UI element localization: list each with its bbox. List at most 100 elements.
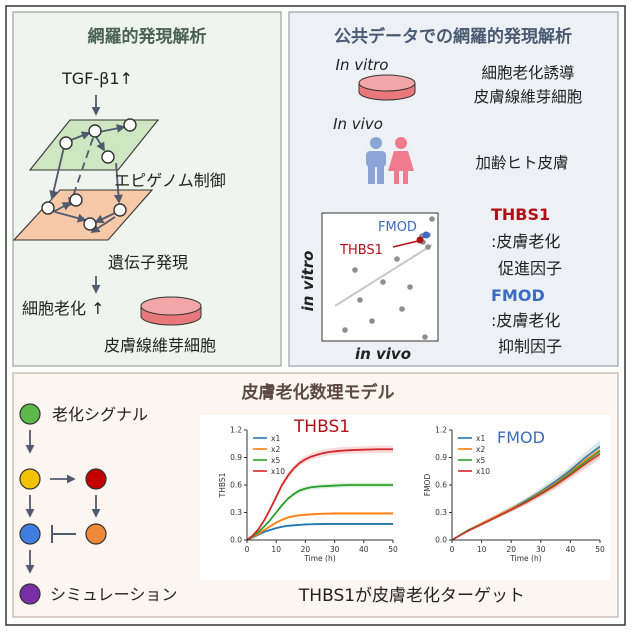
right-panel-title: 公共データでの網羅的発現解析 <box>334 26 572 47</box>
x-tick-label: 10 <box>477 545 487 554</box>
scatter-fmod-label: FMOD <box>378 220 417 235</box>
aging-signal-node <box>19 403 41 425</box>
tgf-beta1-label: TGF-β1↑ <box>61 69 133 88</box>
thbs1-name: THBS1 <box>491 205 550 224</box>
female-person-icon <box>388 137 414 184</box>
legend-label: x1 <box>476 434 485 443</box>
y-axis-label: THBS1 <box>218 472 227 498</box>
legend-label: x1 <box>271 434 280 443</box>
bottom-panel-title: 皮膚老化数理モデル <box>242 382 395 403</box>
scatter-point <box>352 267 358 273</box>
inhibit-icon <box>51 525 76 543</box>
x-tick-label: 50 <box>388 545 398 554</box>
x-tick-label: 30 <box>330 545 340 554</box>
chart-title: FMOD <box>497 428 545 447</box>
thbs1-desc-line2: 促進因子 <box>498 259 562 278</box>
network-node <box>113 203 127 217</box>
scatter-point <box>342 327 348 333</box>
simulation-label: シミュレーション <box>50 585 177 604</box>
x-tick-label: 10 <box>271 545 281 554</box>
petri-dish-icon <box>140 296 202 326</box>
scatter-thbs1-point <box>416 236 424 244</box>
petri-dish-icon <box>358 74 416 101</box>
legend-label: x5 <box>476 456 485 465</box>
scatter-y-label: in vitro <box>299 251 317 312</box>
scatter-trend-line <box>334 244 433 307</box>
x-tick-label: 30 <box>536 545 546 554</box>
y-tick-label: 0.3 <box>435 508 447 517</box>
network-node <box>41 201 55 215</box>
x-axis-label: Time (h) <box>509 554 541 563</box>
thbs1-desc-line1: :皮膚老化 <box>491 232 560 251</box>
network-node <box>123 118 137 132</box>
in-vivo-desc: 加齢ヒト皮膚 <box>475 154 568 172</box>
series-band <box>452 440 600 540</box>
scatter-point <box>394 256 400 262</box>
y-axis-label: FMOD <box>423 474 432 497</box>
y-tick-label: 0.6 <box>230 481 242 490</box>
aging-signal-label: 老化シグナル <box>52 405 148 424</box>
blue-node <box>19 523 41 545</box>
network-nodes <box>41 118 137 231</box>
scatter-point <box>357 297 363 303</box>
fmod-desc-line2: 抑制因子 <box>498 337 562 356</box>
legend-label: x10 <box>271 467 285 476</box>
network-node <box>69 193 83 207</box>
series-line <box>246 484 393 541</box>
in-vitro-desc-line1: 細胞老化誘導 <box>481 64 574 82</box>
left-panel-title: 網羅的発現解析 <box>88 26 207 47</box>
conclusion-label: THBS1が皮膚老化ターゲット <box>298 586 525 606</box>
fmod-chart-bg <box>410 415 610 580</box>
purple-node <box>19 583 41 605</box>
y-tick-label: 1.2 <box>435 426 447 435</box>
outer-border <box>5 5 626 626</box>
scatter-point <box>429 216 435 222</box>
red-node <box>85 468 107 490</box>
in-vitro-label: In vitro <box>336 56 389 74</box>
chart-title: THBS1 <box>293 417 350 437</box>
scatter-points <box>342 216 435 340</box>
x-axis-label: Time (h) <box>303 554 335 563</box>
x-tick-label: 0 <box>450 545 455 554</box>
y-tick-label: 0.6 <box>435 481 447 490</box>
male-person-icon <box>366 137 386 184</box>
gene-expression-label: 遺伝子発現 <box>108 253 188 272</box>
in-vivo-label: In vivo <box>333 115 383 133</box>
senescence-label: 細胞老化 ↑ <box>22 299 105 318</box>
scatter-point <box>422 334 428 340</box>
scatter-point <box>369 318 375 324</box>
scatter-point <box>399 306 405 312</box>
legend-label: x2 <box>271 445 280 454</box>
y-tick-label: 0.0 <box>230 536 242 545</box>
fmod-name: FMOD <box>491 286 545 305</box>
x-tick-label: 40 <box>566 545 576 554</box>
scatter-thbs1-label: THBS1 <box>339 243 383 258</box>
x-tick-label: 0 <box>245 545 250 554</box>
series-line <box>451 453 601 541</box>
epigenome-label: エピゲノム制御 <box>114 171 226 190</box>
legend-label: x10 <box>476 467 490 476</box>
y-tick-label: 0.0 <box>435 536 447 545</box>
network-node <box>59 136 73 150</box>
yellow-node <box>19 468 41 490</box>
scatter-point <box>407 284 413 290</box>
scatter-point <box>425 244 431 250</box>
scatter-fmod-point <box>422 231 430 239</box>
legend-label: x2 <box>476 445 485 454</box>
series-line <box>246 448 393 541</box>
y-tick-label: 0.3 <box>230 508 242 517</box>
x-tick-label: 40 <box>359 545 369 554</box>
orange-node <box>85 523 107 545</box>
network-node <box>101 150 115 164</box>
scatter-thbs1-connector <box>392 240 419 248</box>
network-node <box>83 217 97 231</box>
series-line <box>246 523 393 541</box>
scatter-x-label: in vivo <box>355 345 411 363</box>
x-tick-label: 50 <box>595 545 605 554</box>
legend-label: x5 <box>271 456 280 465</box>
y-tick-label: 0.9 <box>230 453 242 462</box>
